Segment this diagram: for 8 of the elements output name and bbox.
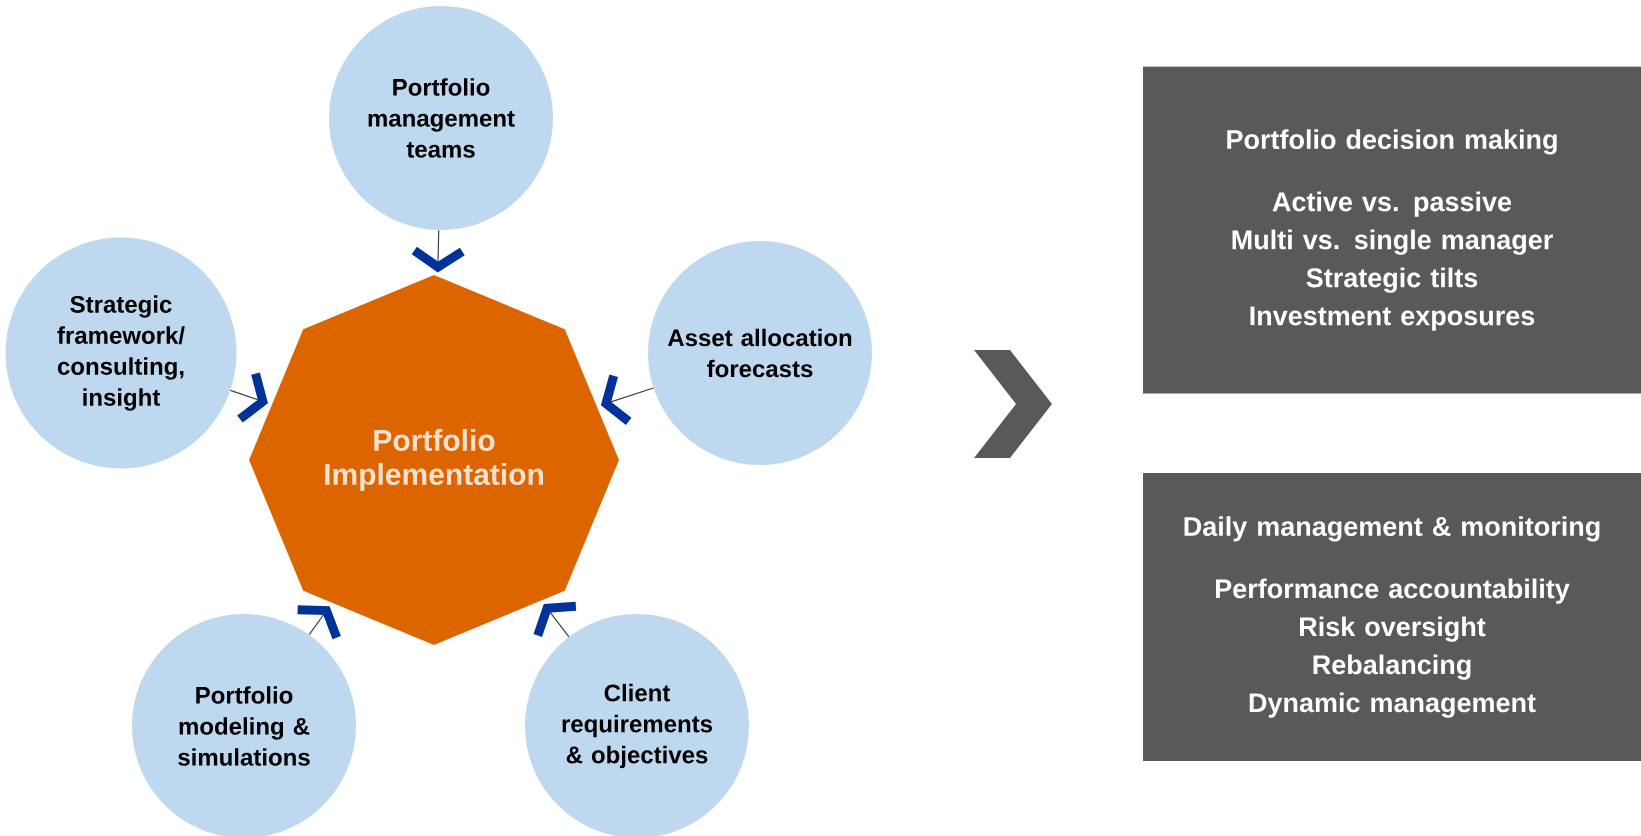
circle-bubble: Portfolio management teams — [329, 6, 553, 230]
text-panel: Daily management & monitoring Performance accountability Risk oversight Rebalancing Dynamic management — [1143, 473, 1641, 761]
circle-bubble: Portfolio modeling & simulations — [132, 614, 356, 836]
circle-bubble: Client requirements & objectives — [525, 614, 749, 836]
circle-bubble: Asset allocation forecasts — [648, 241, 872, 465]
text-panel: Portfolio decision making Active vs. passive Multi vs. single manager Strategic tilts Investment exposures — [1143, 66, 1641, 394]
octagon: Portfolio Implementation — [249, 275, 619, 645]
circle-bubble: Strategic framework/ consulting, insight — [5, 237, 237, 469]
